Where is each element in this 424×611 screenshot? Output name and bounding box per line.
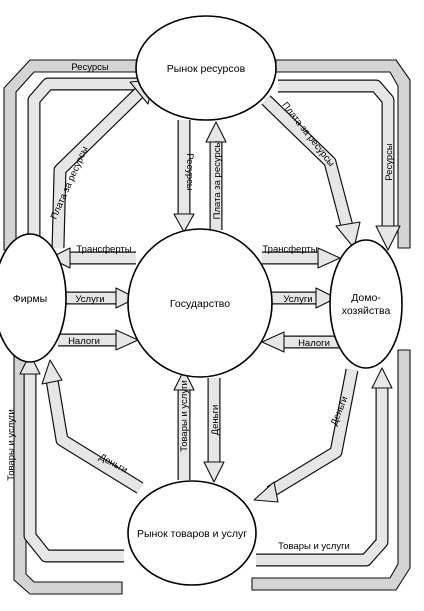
arrow-money-center [203, 378, 225, 483]
flow-label-money-center: Деньги [210, 405, 221, 436]
outer-band-bottom-right [251, 349, 411, 591]
flow-label-goods-center: Товары и услуги [179, 380, 190, 452]
flow-label-services-left: Услуги [75, 294, 104, 305]
flow-label-taxes-right: Налоги [298, 338, 330, 349]
flow-label-goods-bottom: Товары и услуги [278, 541, 350, 552]
flow-label-payment-center: Плата за ресурсы [212, 140, 223, 219]
flow-label-services-right: Услуги [283, 294, 312, 305]
arrow-transfers-right [262, 247, 341, 269]
arrow-payment-center [205, 121, 227, 230]
outer-band-top-right [275, 59, 411, 249]
arrow-money-right [253, 368, 359, 503]
arrow-money-left [41, 359, 144, 494]
flow-label-resources-center: Ресурсы [184, 153, 195, 191]
label-resource-market: Рынок ресурсов [167, 63, 246, 75]
label-goods-market: Рынок товаров и услуг [137, 528, 247, 540]
label-households-line2: хозяйства [342, 305, 391, 317]
arrow-goods-right [256, 367, 393, 567]
arrow-services-left [62, 287, 137, 309]
flow-label-payment-right: Плата за ресурсы [279, 100, 336, 169]
node-firms [0, 233, 67, 363]
arrow-services-right [266, 287, 337, 309]
flow-label-goods-left: Товары и услуги [6, 409, 17, 481]
arrow-resources-top-left [27, 77, 140, 250]
arrow-transfers-left [49, 247, 136, 269]
flow-label-transfers-right: Трансферты [262, 244, 317, 255]
arrow-resources-center [173, 120, 195, 233]
arrow-goods-left [19, 353, 124, 563]
arrow-taxes-right [261, 331, 340, 353]
flow-label-resources-top: Ресурсы [71, 62, 109, 73]
node-households [329, 239, 403, 369]
flow-label-resources-right: Ресурсы [384, 143, 395, 181]
node-resource-market [135, 15, 277, 121]
flow-label-taxes-left: Налоги [68, 336, 100, 347]
arrow-goods-center [173, 369, 195, 480]
arrow-payment-right [261, 95, 361, 249]
arrow-resources-right [278, 79, 401, 251]
label-government: Государство [170, 298, 230, 310]
label-firms: Фирмы [13, 293, 47, 305]
node-goods-market [127, 480, 257, 586]
node-government [127, 228, 273, 378]
arrow-taxes-left [58, 329, 139, 351]
label-households-line1: Домо- [351, 292, 381, 304]
flow-label-transfers-left: Трансферты [76, 244, 131, 255]
